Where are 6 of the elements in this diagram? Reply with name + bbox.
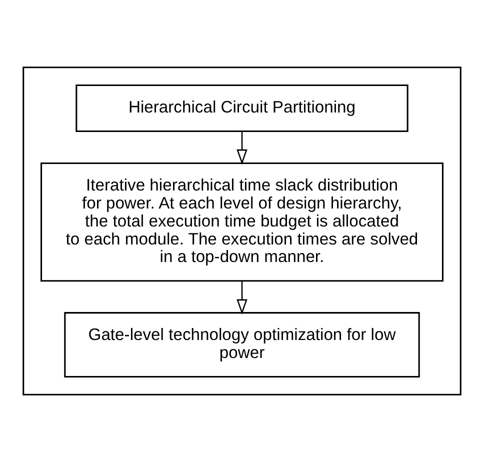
arrow [236,132,248,165]
node-box: Iterative hierarchical time slack distribution for power. At each level of design hierarchy, the total execution time budget is allocated to each module. The execution times are solved in a top-down manner. [40,162,444,282]
cluster [22,66,462,396]
node-box: Gate-level technology optimization for low power [64,312,420,378]
arrow [236,280,248,315]
node-box: Hierarchical Circuit Partitioning [76,84,408,132]
